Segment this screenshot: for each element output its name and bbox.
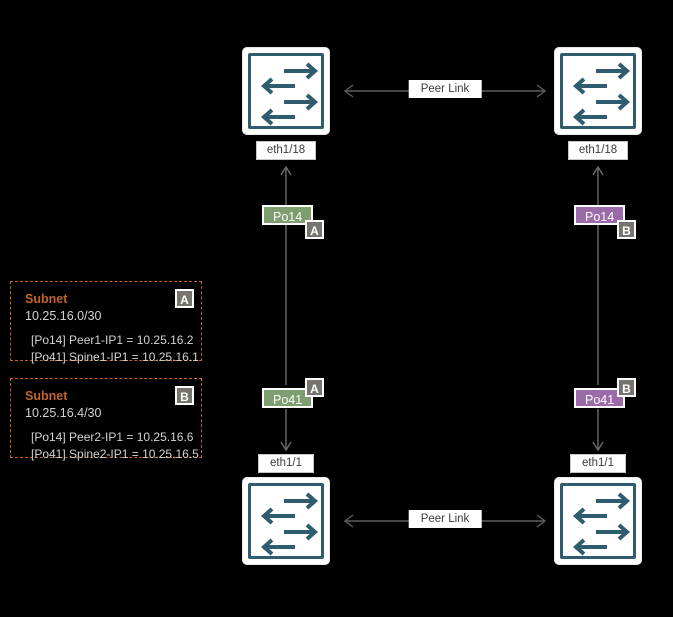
- port-label-leaf-left: eth1/1: [258, 454, 314, 473]
- badge-group-a-subnet: A: [175, 289, 194, 308]
- subnet-b-rows: [Po14] Peer2-IP1 = 10.25.16.6 [Po41] Spi…: [25, 429, 199, 463]
- subnet-b-row-po41: [Po41] Spine2-IP1 = 10.25.16.5: [31, 447, 199, 461]
- badge-group-b-po41-right: B: [617, 378, 636, 397]
- subnet-a-rows: [Po14] Peer1-IP1 = 10.25.16.2 [Po41] Spi…: [25, 332, 199, 366]
- port-label-spine-left: eth1/18: [256, 141, 316, 160]
- switch-icon: [248, 483, 324, 559]
- connector-po41-right-down: [591, 409, 605, 455]
- peer-link-bottom-label: Peer Link: [408, 510, 482, 528]
- switch-icon: [248, 53, 324, 129]
- badge-group-b-po14-right: B: [617, 220, 636, 239]
- subnet-b-title: Subnet: [25, 389, 68, 403]
- subnet-b-row-po14: [Po14] Peer2-IP1 = 10.25.16.6: [31, 430, 194, 444]
- connector-right-trunk: [591, 225, 605, 385]
- peer-link-bottom: Peer Link: [338, 510, 552, 532]
- subnet-b-cidr: 10.25.16.4/30: [25, 406, 102, 420]
- port-label-spine-right: eth1/18: [568, 141, 628, 160]
- subnet-a-cidr: 10.25.16.0/30: [25, 309, 102, 323]
- device-leaf-left[interactable]: [243, 478, 329, 564]
- port-channel-po14-right[interactable]: Po14: [574, 205, 626, 225]
- device-spine-left[interactable]: [243, 48, 329, 134]
- po14-right-label: Po14: [585, 210, 615, 224]
- peer-link-top-label: Peer Link: [408, 80, 482, 98]
- badge-group-a-po14-left: A: [305, 220, 324, 239]
- connector-po14-right-up: [591, 162, 605, 210]
- switch-icon: [560, 483, 636, 559]
- connector-left-trunk: [279, 225, 293, 385]
- switch-icon: [560, 53, 636, 129]
- badge-group-b-subnet: B: [175, 386, 194, 405]
- po14-left-label: Po14: [273, 210, 303, 224]
- subnet-box-a: Subnet 10.25.16.0/30 [Po14] Peer1-IP1 = …: [10, 281, 202, 364]
- port-label-leaf-right: eth1/1: [570, 454, 626, 473]
- badge-group-a-po41-left: A: [305, 378, 324, 397]
- device-spine-right[interactable]: [555, 48, 641, 134]
- connector-po14-left-up: [279, 162, 293, 210]
- subnet-a-title: Subnet: [25, 292, 68, 306]
- connector-po41-left-down: [279, 409, 293, 455]
- po41-right-label: Po41: [585, 393, 615, 407]
- device-leaf-right[interactable]: [555, 478, 641, 564]
- subnet-a-row-po14: [Po14] Peer1-IP1 = 10.25.16.2: [31, 333, 194, 347]
- port-channel-po14-left[interactable]: Po14: [262, 205, 314, 225]
- po41-left-label: Po41: [273, 393, 303, 407]
- port-channel-po41-left[interactable]: Po41: [262, 388, 314, 408]
- subnet-a-row-po41: [Po41] Spine1-IP1 = 10.25.16.1: [31, 350, 199, 364]
- subnet-box-b: Subnet 10.25.16.4/30 [Po14] Peer2-IP1 = …: [10, 378, 202, 461]
- port-channel-po41-right[interactable]: Po41: [574, 388, 626, 408]
- peer-link-top: Peer Link: [338, 80, 552, 102]
